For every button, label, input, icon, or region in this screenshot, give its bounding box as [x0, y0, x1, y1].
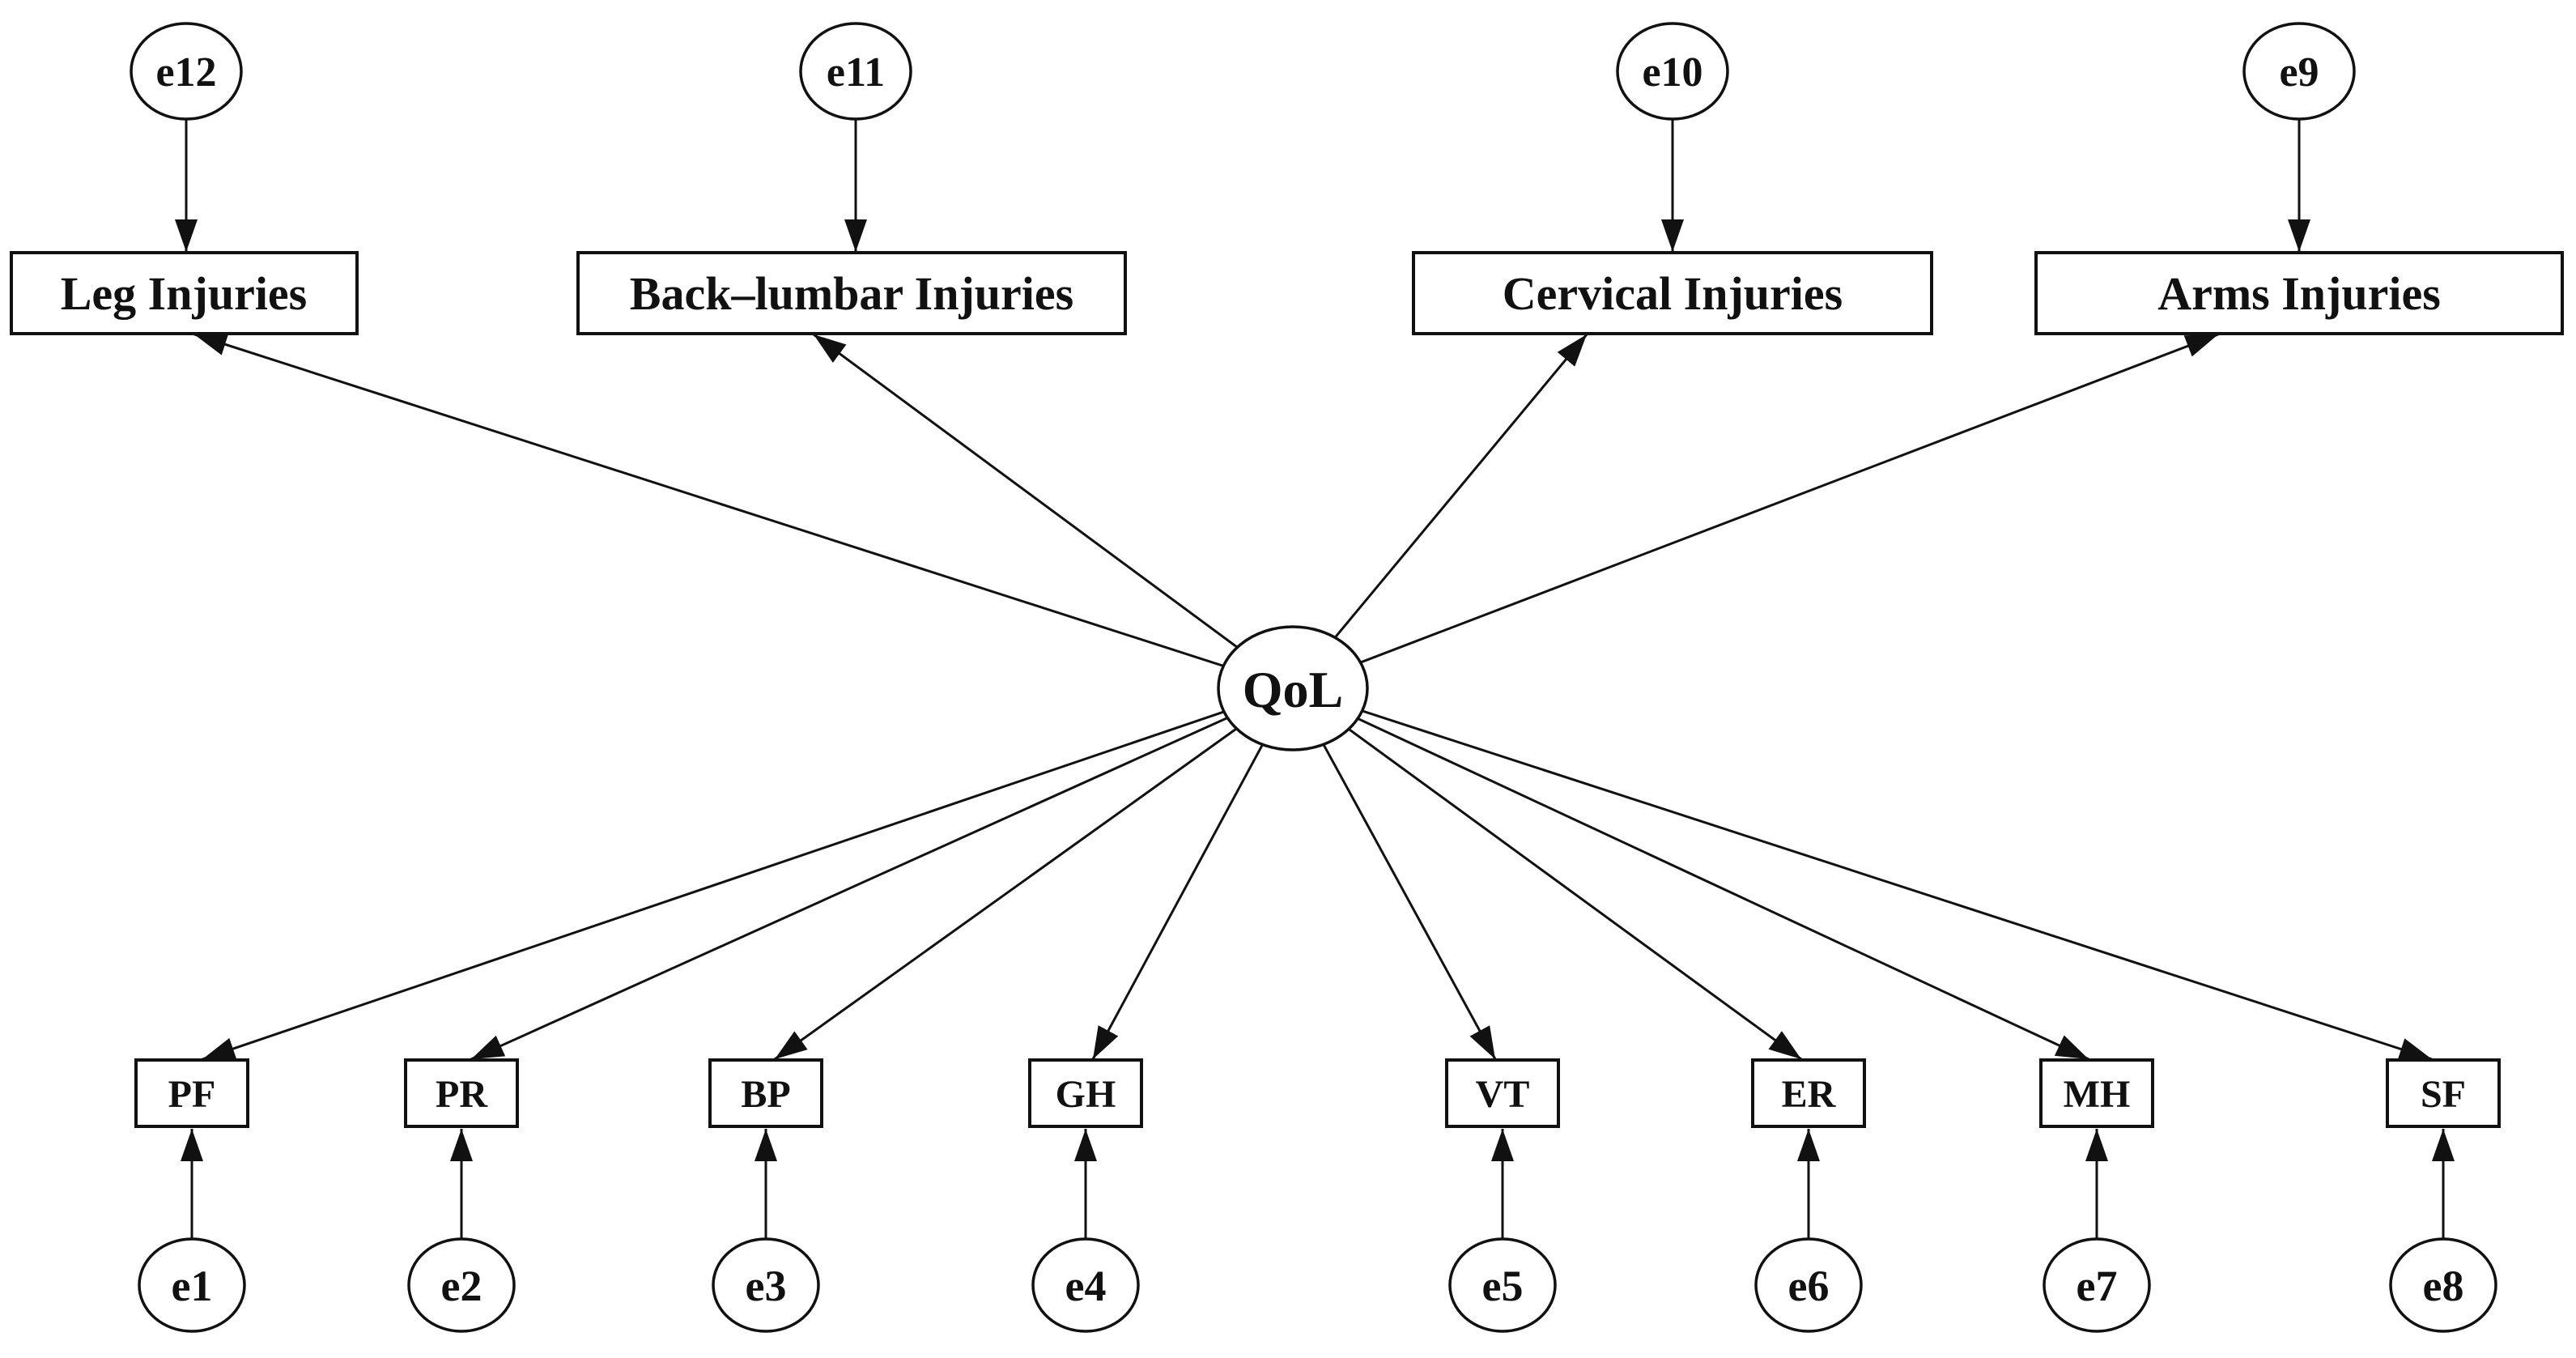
path-qol-to-pf [202, 687, 1294, 1061]
box-vt [1445, 1058, 1560, 1128]
error-circle-e5 [1448, 1237, 1557, 1333]
error-circle-e7 [2043, 1237, 2151, 1333]
label-e12: e12 [155, 49, 216, 96]
label-e9: e9 [2279, 49, 2319, 96]
label-bp: BP [741, 1073, 790, 1116]
path-qol-to-arms-injuries [1292, 333, 2219, 690]
label-e3: e3 [746, 1262, 787, 1310]
label-vt: VT [1476, 1073, 1530, 1116]
label-gh: GH [1056, 1073, 1116, 1116]
error-circle-e1 [138, 1237, 246, 1333]
error-circle-e10 [1616, 22, 1729, 121]
label-e7: e7 [2077, 1262, 2118, 1310]
path-qol-to-sf [1292, 687, 2433, 1061]
label-e1: e1 [172, 1262, 213, 1310]
error-circle-e9 [2242, 22, 2356, 121]
label-e6: e6 [1788, 1262, 1830, 1310]
error-circle-e8 [2389, 1237, 2497, 1333]
label-e8: e8 [2423, 1262, 2464, 1310]
path-qol-to-leg-injuries [193, 333, 1294, 690]
box-arms-injuries [2034, 251, 2564, 335]
path-qol-to-gh [1091, 688, 1294, 1060]
error-circle-e4 [1031, 1237, 1140, 1333]
latent-ellipse-qol [1217, 625, 1369, 751]
label-back-lumbar-injuries: Back–lumbar Injuries [630, 267, 1073, 320]
error-circle-e12 [130, 22, 243, 121]
label-mh: MH [2064, 1073, 2131, 1116]
path-qol-to-mh [1292, 687, 2089, 1061]
label-e10: e10 [1642, 49, 1702, 96]
label-cervical-injuries: Cervical Injuries [1503, 267, 1843, 320]
error-circle-e6 [1754, 1237, 1863, 1333]
error-circle-e3 [712, 1237, 820, 1333]
label-e11: e11 [827, 49, 885, 96]
edge-layer [175, 71, 2455, 1285]
error-circle-e11 [799, 22, 912, 121]
box-mh [2039, 1058, 2154, 1128]
label-e5: e5 [1482, 1262, 1524, 1310]
error-circle-e2 [407, 1237, 516, 1333]
label-e2: e2 [441, 1262, 482, 1310]
path-qol-to-bp [774, 687, 1294, 1061]
path-qol-to-vt [1291, 688, 1497, 1060]
path-qol-to-pr [470, 687, 1294, 1061]
path-qol-to-cervical-injuries [1291, 334, 1588, 689]
box-cervical-injuries [1412, 251, 1933, 335]
box-bp [708, 1058, 823, 1128]
box-pr [404, 1058, 519, 1128]
box-back-lumbar-injuries [576, 251, 1127, 335]
box-pf [134, 1058, 249, 1128]
label-layer: e12 e11 e10 e9 Leg Injuries Back–lumbar … [61, 49, 2466, 1310]
box-sf [2386, 1058, 2501, 1128]
node-layer [10, 22, 2564, 1333]
label-pf: PF [168, 1073, 216, 1116]
path-qol-to-back-lumbar-injuries [813, 333, 1294, 690]
label-arms-injuries: Arms Injuries [2157, 267, 2441, 320]
box-gh [1028, 1058, 1143, 1128]
box-er [1751, 1058, 1866, 1128]
label-sf: SF [2421, 1073, 2466, 1116]
label-er: ER [1782, 1073, 1837, 1116]
box-leg-injuries [10, 251, 359, 335]
path-qol-to-er [1292, 687, 1802, 1061]
label-pr: PR [436, 1073, 488, 1116]
label-qol: QoL [1243, 661, 1343, 718]
label-leg-injuries: Leg Injuries [61, 267, 308, 320]
label-e4: e4 [1065, 1262, 1107, 1310]
